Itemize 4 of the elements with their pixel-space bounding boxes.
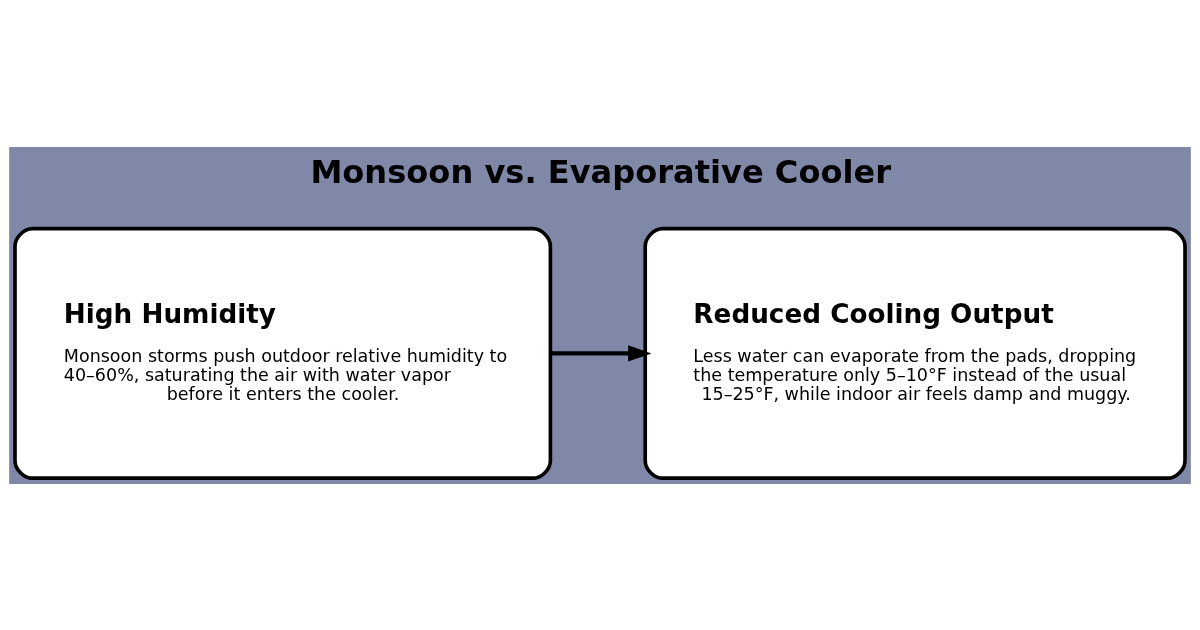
arrow: [550, 344, 652, 362]
node-box: Reduced Cooling Output Less water can evaporate from the pads, dropping the temperature only 5–10°F instead of the usual 15–25°F, while indoor air feels damp and muggy.: [643, 226, 1187, 480]
diagram-title: Monsoon vs. Evaporative Cooler: [310, 152, 892, 191]
node-box: High Humidity Monsoon storms push outdoor relative humidity to 40–60%, saturating the air with water vapor before it enters the cooler.: [13, 226, 553, 480]
